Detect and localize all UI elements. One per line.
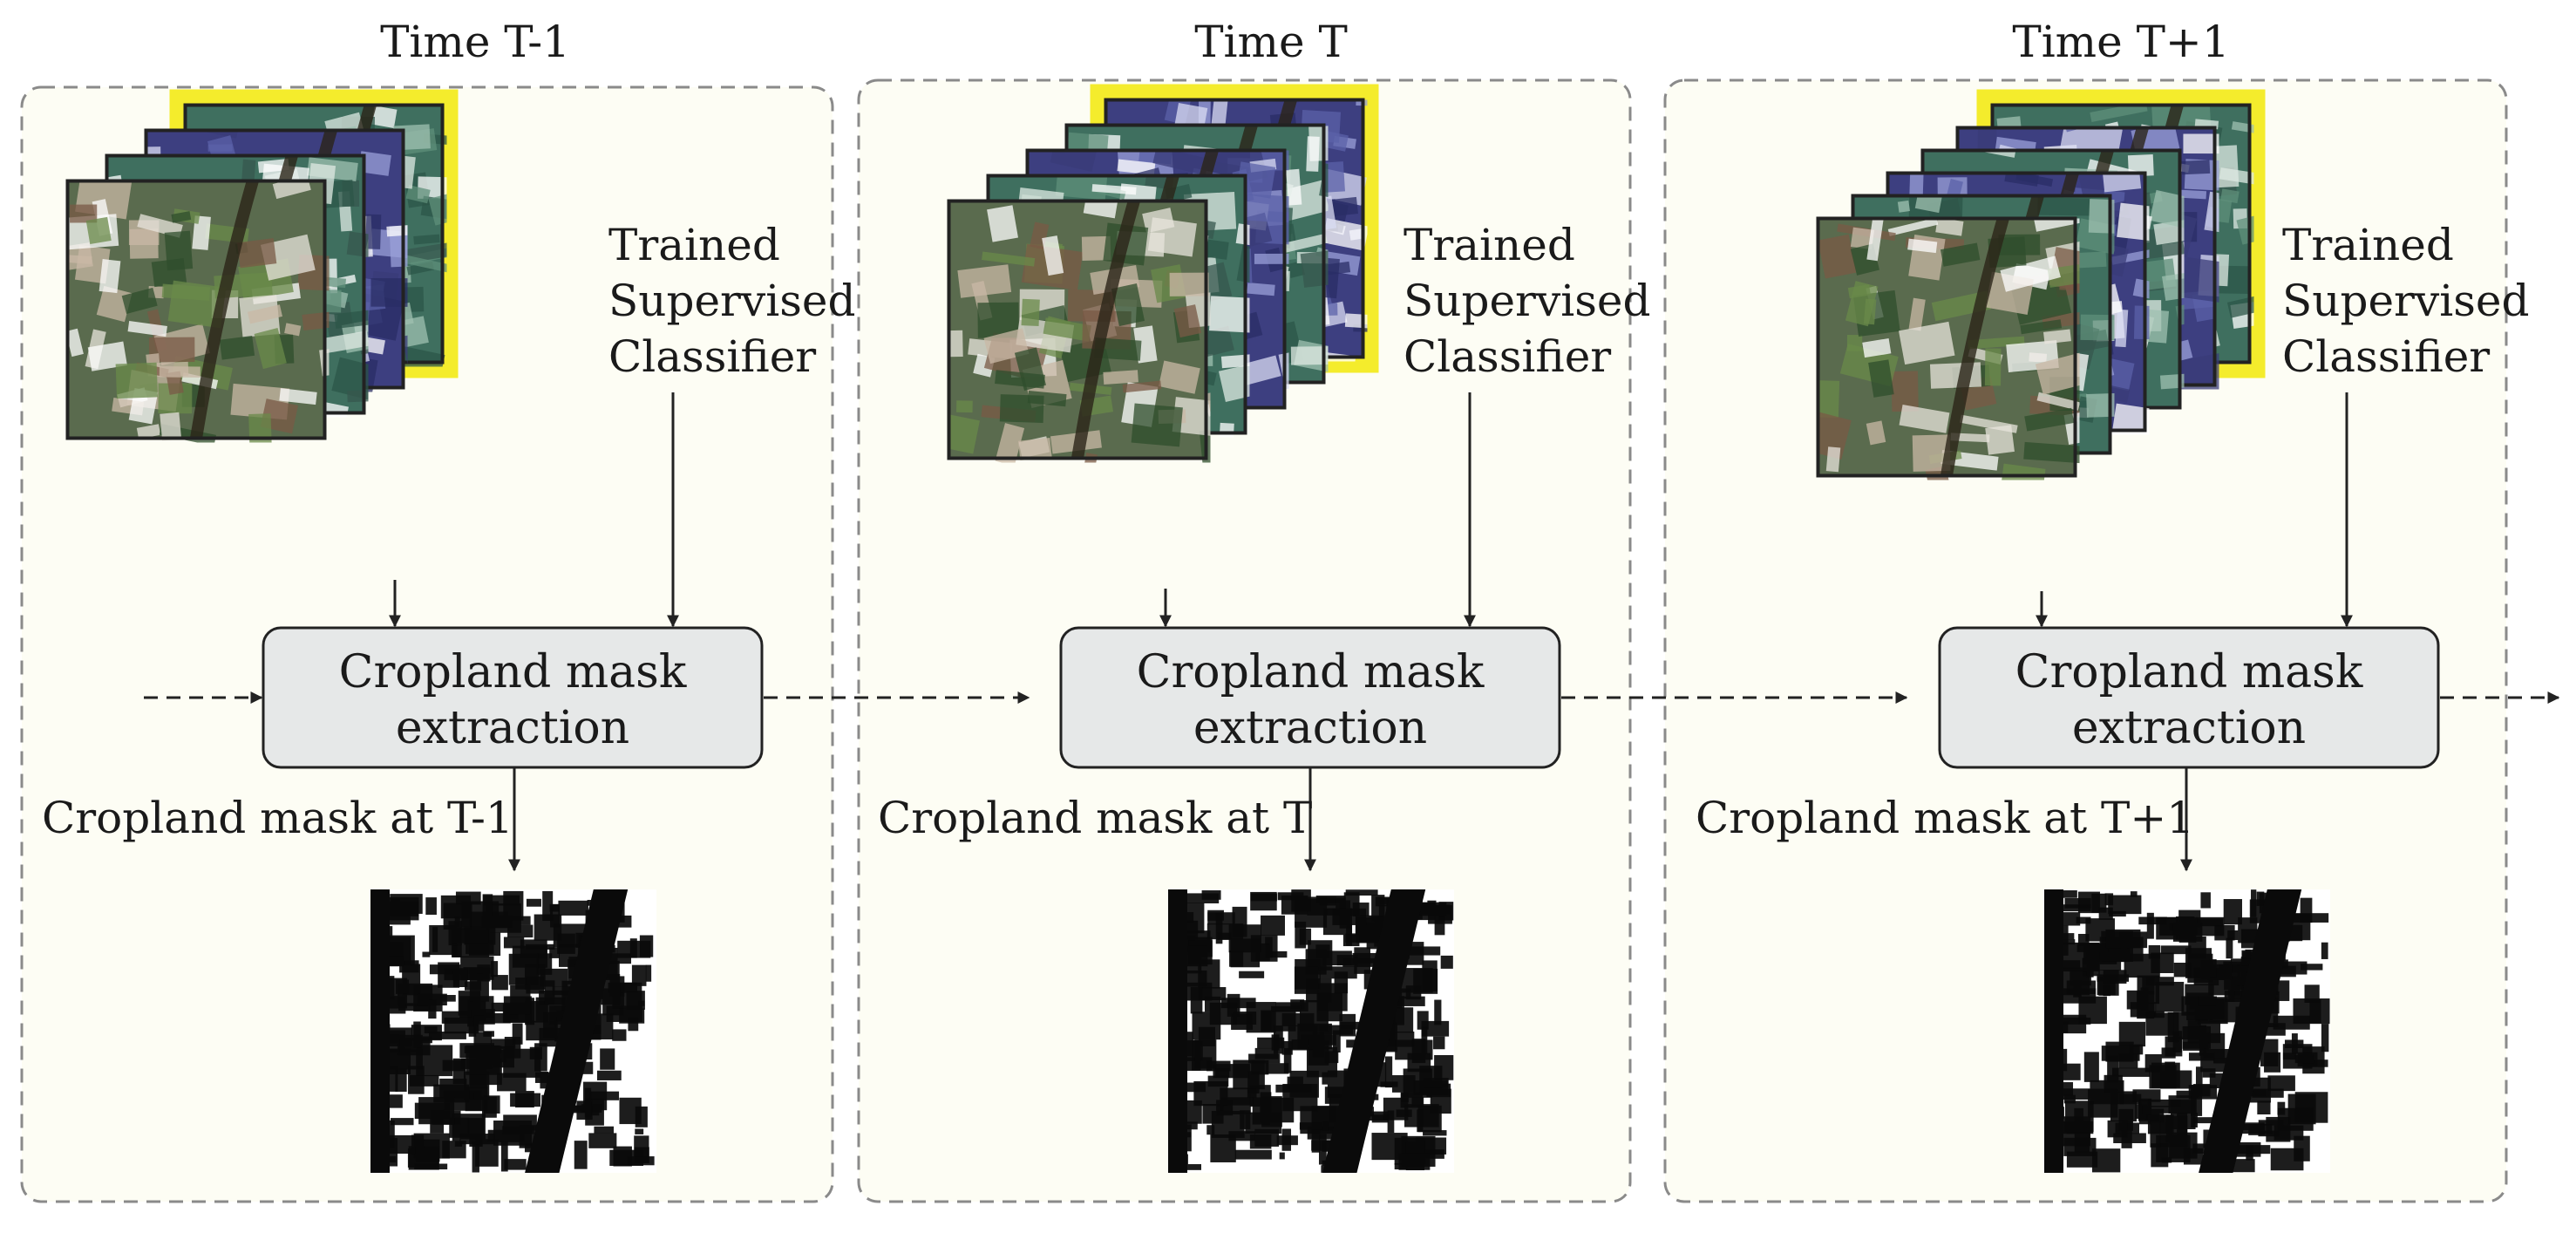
satellite-image-stack-icon — [65, 89, 459, 443]
panel-title: Time T — [1194, 17, 1348, 67]
classifier-label-line: Trained — [2282, 220, 2454, 270]
binary-mask-image-icon — [1168, 889, 1454, 1173]
cropland-mask-extraction-box — [262, 626, 764, 769]
classifier-label-line: Supervised — [608, 276, 855, 326]
box-label-line: extraction — [1193, 702, 1427, 754]
classifier-label-line: Classifier — [608, 331, 816, 382]
satellite-image-layer — [947, 199, 1211, 463]
binary-mask-image-icon — [370, 889, 656, 1173]
box-label-line: Cropland mask — [2015, 646, 2363, 698]
binary-mask-image-icon — [2044, 889, 2330, 1173]
classifier-label-line: Supervised — [1404, 276, 1650, 326]
mask-label: Cropland mask at T — [878, 793, 1312, 843]
classifier-label-line: Classifier — [1404, 331, 1611, 382]
panel-title: Time T-1 — [380, 17, 570, 67]
satellite-image-layer — [1816, 216, 2080, 480]
classifier-label-line: Classifier — [2282, 331, 2490, 382]
panel-title: Time T+1 — [2012, 17, 2229, 67]
cropland-mask-extraction-box — [1938, 626, 2440, 769]
satellite-image-layer — [65, 179, 330, 443]
satellite-image-stack-icon — [947, 84, 1379, 463]
box-label-line: extraction — [2072, 702, 2306, 754]
box-label-line: extraction — [396, 702, 629, 754]
classifier-label-line: Trained — [1404, 220, 1575, 270]
box-label-line: Cropland mask — [1137, 646, 1485, 698]
mask-label: Cropland mask at T-1 — [42, 793, 513, 843]
mask-label: Cropland mask at T+1 — [1696, 793, 2194, 843]
box-label-line: Cropland mask — [339, 646, 687, 698]
classifier-label-line: Supervised — [2282, 276, 2529, 326]
classifier-label-line: Trained — [608, 220, 780, 270]
satellite-image-stack-icon — [1816, 89, 2266, 480]
